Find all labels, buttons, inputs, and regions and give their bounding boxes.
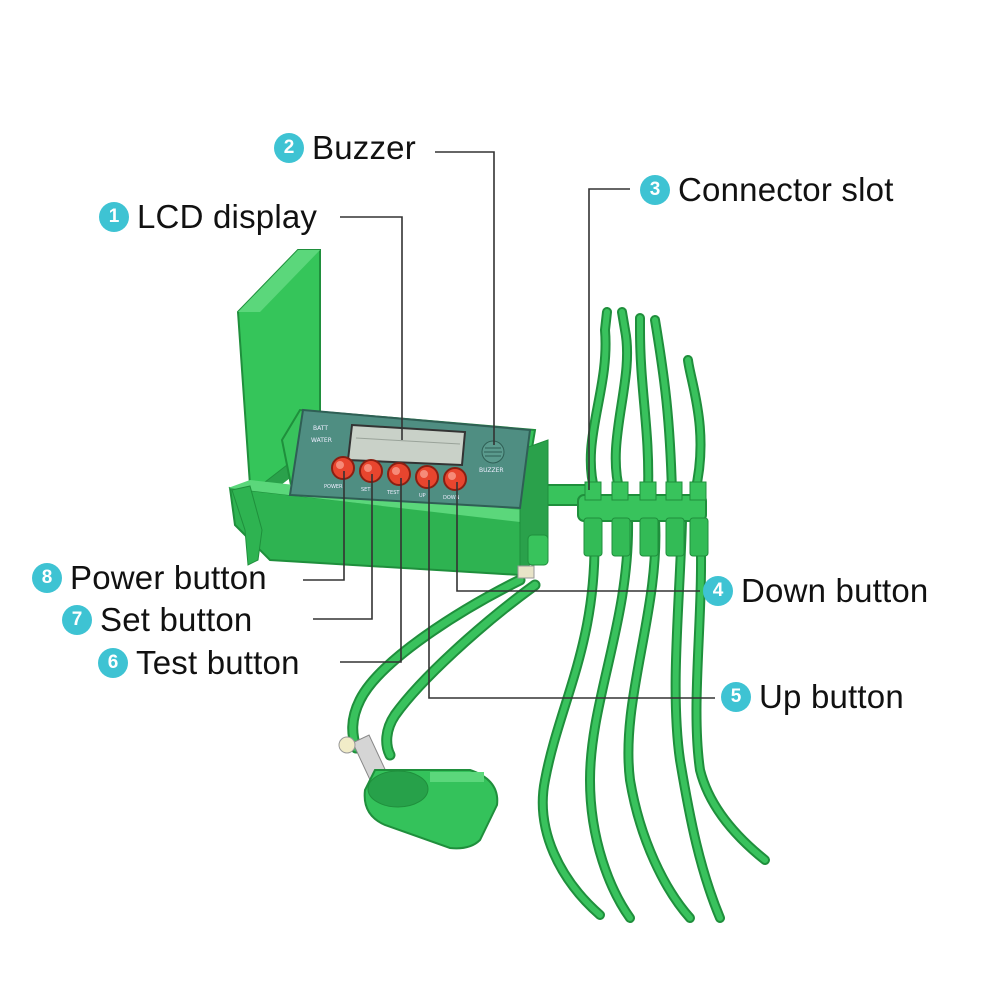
upper-tube bbox=[587, 309, 610, 495]
outlet-tube bbox=[586, 517, 633, 921]
callout-label: Test button bbox=[136, 644, 300, 681]
leader-line-test bbox=[340, 478, 402, 663]
water-label: WATER bbox=[311, 437, 332, 444]
upper-tubes bbox=[585, 307, 706, 497]
up-button-label: UP bbox=[419, 493, 426, 499]
down-button-label: DOWN bbox=[443, 495, 460, 501]
callout-lcd-display: 1 LCD display bbox=[99, 195, 317, 239]
outlet-tube bbox=[539, 517, 603, 918]
callout-number-badge: 1 bbox=[99, 202, 129, 232]
leader-line-lcd bbox=[340, 216, 403, 440]
leader-line-up bbox=[428, 480, 715, 699]
buzzer-panel-label: BUZZER bbox=[479, 467, 504, 474]
callout-up-button: 5 Up button bbox=[721, 675, 904, 719]
callout-label: Up button bbox=[759, 678, 904, 715]
outlet-tubes bbox=[537, 515, 770, 923]
button-row: POWER SET TEST UP DOWN bbox=[324, 456, 467, 501]
up-button: UP bbox=[415, 465, 439, 499]
callout-down-button: 4 Down button bbox=[703, 569, 929, 613]
power-button-label: POWER bbox=[324, 484, 343, 490]
outlet-tube bbox=[693, 517, 768, 863]
callout-set-button: 7 Set button bbox=[62, 598, 252, 642]
set-button: SET bbox=[359, 459, 383, 493]
buzzer-speaker: BUZZER bbox=[479, 440, 505, 474]
callout-label: LCD display bbox=[137, 198, 318, 235]
outlet-tube bbox=[625, 517, 693, 921]
batt-label: BATT bbox=[313, 425, 328, 432]
callout-number-badge: 2 bbox=[274, 133, 304, 163]
test-button-label: TEST bbox=[386, 490, 400, 496]
controller: BATT WATER BUZZER POWER SET bbox=[228, 249, 549, 579]
callout-number-badge: 6 bbox=[98, 648, 128, 678]
test-button: TEST bbox=[386, 462, 411, 496]
upper-tube bbox=[685, 357, 704, 495]
callout-power-button: 8 Power button bbox=[32, 556, 267, 600]
leader-line-set bbox=[313, 474, 373, 620]
callout-label: Power button bbox=[70, 559, 267, 596]
upper-tube bbox=[652, 317, 675, 495]
pump-tubes bbox=[347, 574, 541, 761]
upper-tube bbox=[612, 309, 631, 495]
callout-label: Down button bbox=[741, 572, 929, 609]
leader-line-down bbox=[456, 482, 700, 592]
connector-manifold bbox=[539, 481, 709, 557]
callout-number-badge: 3 bbox=[640, 175, 670, 205]
callout-number-badge: 4 bbox=[703, 576, 733, 606]
callout-connector-slot: 3 Connector slot bbox=[640, 168, 894, 212]
callout-label: Buzzer bbox=[312, 129, 416, 166]
outlet-tube bbox=[672, 517, 723, 921]
power-button: POWER bbox=[324, 456, 355, 490]
leader-line-power bbox=[303, 471, 345, 581]
callout-number-badge: 5 bbox=[721, 682, 751, 712]
pump-tube bbox=[349, 576, 524, 752]
callout-label: Connector slot bbox=[678, 171, 894, 208]
callout-buzzer: 2 Buzzer bbox=[274, 126, 416, 170]
water-pump bbox=[338, 734, 499, 850]
lcd-screen bbox=[346, 423, 467, 467]
callout-test-button: 6 Test button bbox=[98, 641, 300, 685]
callout-number-badge: 8 bbox=[32, 563, 62, 593]
callout-number-badge: 7 bbox=[62, 605, 92, 635]
upper-tube bbox=[637, 315, 652, 495]
down-button: DOWN bbox=[443, 467, 467, 501]
leader-line-buzzer bbox=[435, 151, 495, 445]
pump-tube bbox=[383, 581, 539, 759]
leader-line-connector bbox=[588, 188, 630, 490]
leader-lines bbox=[303, 151, 715, 699]
callout-label: Set button bbox=[100, 601, 253, 638]
set-button-label: SET bbox=[361, 487, 371, 493]
